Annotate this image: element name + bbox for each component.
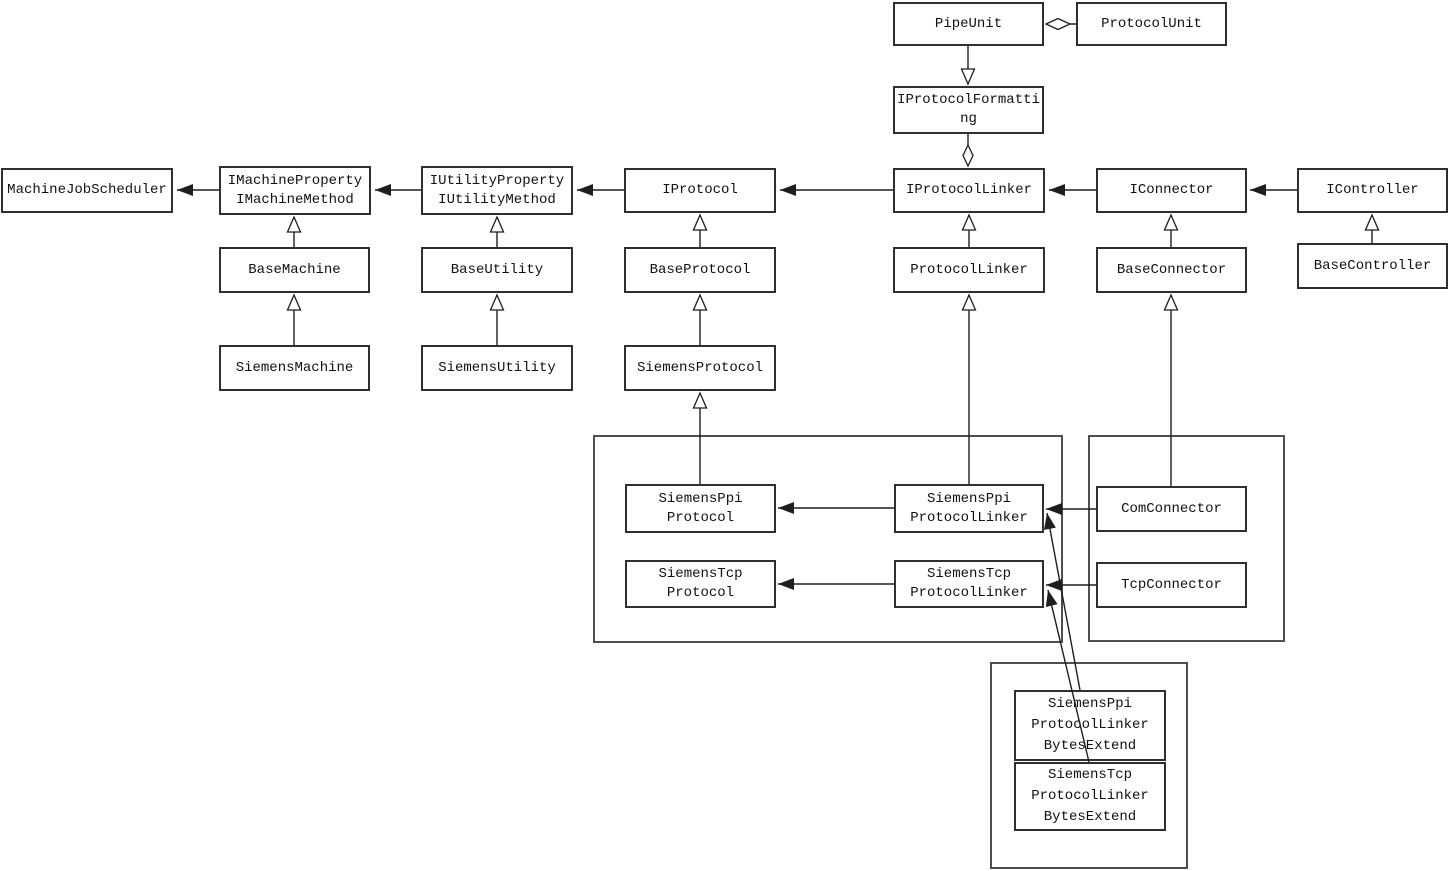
class-box-iconnector: IConnector: [1096, 168, 1247, 213]
class-label: BaseController: [1313, 257, 1432, 274]
class-box-siemensmachine: SiemensMachine: [219, 345, 370, 391]
class-box-imachineproperty-imachinemethod: IMachineProperty IMachineMethod: [219, 166, 371, 215]
class-label: IProtocolLinker: [905, 182, 1033, 198]
class-label: SiemensPpi ProtocolLinker BytesExtend: [1031, 696, 1149, 754]
class-label: SiemensUtility: [438, 359, 556, 376]
class-box-protocollinker: ProtocolLinker: [893, 247, 1045, 293]
class-box-machinejobscheduler: MachineJobScheduler: [1, 168, 173, 213]
class-box-siemenstcpprotocollinkerbytesextend: SiemensTcp ProtocolLinker BytesExtend: [1014, 762, 1166, 831]
class-box-baseconnector: BaseConnector: [1096, 247, 1247, 293]
class-label: IProtocol: [662, 182, 738, 198]
class-box-siemenstcpprotocol: SiemensTcp Protocol: [625, 560, 776, 608]
class-box-siemensppiprotocollinker: SiemensPpi ProtocolLinker: [894, 484, 1044, 533]
class-box-iprotocolformatting: IProtocolFormatti ng: [893, 86, 1044, 134]
class-box-baseutility: BaseUtility: [421, 247, 573, 293]
class-label: SiemensPpi Protocol: [658, 490, 743, 526]
class-label: IController: [1326, 182, 1419, 198]
class-label: SiemensTcp ProtocolLinker BytesExtend: [1031, 767, 1149, 825]
class-box-iprotocollinker: IProtocolLinker: [893, 168, 1045, 213]
class-label: MachineJobScheduler: [7, 182, 167, 198]
group-connector-impl: [1088, 435, 1285, 642]
class-label: IMachineProperty IMachineMethod: [227, 172, 363, 208]
class-label: SiemensTcp Protocol: [658, 566, 743, 601]
class-box-iutilityproperty-iutilitymethod: IUtilityProperty IUtilityMethod: [421, 166, 573, 215]
class-box-basemachine: BaseMachine: [219, 247, 370, 293]
class-box-siemensutility: SiemensUtility: [421, 345, 573, 391]
class-label: BaseConnector: [1116, 261, 1227, 278]
class-label: BaseUtility: [450, 261, 544, 278]
class-box-siemensprotocol: SiemensProtocol: [624, 345, 776, 391]
class-label: SiemensProtocol: [636, 359, 764, 376]
class-label: SiemensMachine: [235, 359, 354, 376]
class-box-baseprotocol: BaseProtocol: [624, 247, 776, 293]
class-box-protocolunit: ProtocolUnit: [1076, 2, 1227, 46]
class-label: BaseProtocol: [649, 261, 751, 278]
class-label: PipeUnit: [934, 15, 1003, 32]
class-label: ProtocolUnit: [1101, 15, 1202, 32]
class-label: IUtilityProperty IUtilityMethod: [429, 172, 565, 208]
class-box-pipeunit: PipeUnit: [893, 2, 1044, 46]
class-box-siemensppiprotocollinkerbytesextend: SiemensPpi ProtocolLinker BytesExtend: [1014, 690, 1166, 761]
class-box-siemensppiprotocol: SiemensPpi Protocol: [625, 484, 776, 533]
class-box-basecontroller: BaseController: [1297, 243, 1448, 289]
class-label: SiemensPpi ProtocolLinker: [910, 490, 1028, 526]
class-box-tcpconnector: TcpConnector: [1096, 562, 1247, 608]
class-label: ComConnector: [1121, 500, 1222, 517]
class-label: TcpConnector: [1121, 576, 1222, 593]
class-box-siemenstcpprotocollinker: SiemensTcp ProtocolLinker: [894, 560, 1044, 608]
class-label: ProtocolLinker: [910, 261, 1028, 278]
class-box-comconnector: ComConnector: [1096, 486, 1247, 532]
group-siemens-protocol-impl: [593, 435, 1063, 643]
class-label: SiemensTcp ProtocolLinker: [910, 566, 1028, 601]
class-label: BaseMachine: [248, 261, 341, 278]
class-box-iprotocol: IProtocol: [624, 168, 776, 213]
class-box-icontroller: IController: [1297, 168, 1448, 213]
class-label: IConnector: [1129, 182, 1214, 198]
class-label: IProtocolFormatti ng: [897, 92, 1040, 127]
